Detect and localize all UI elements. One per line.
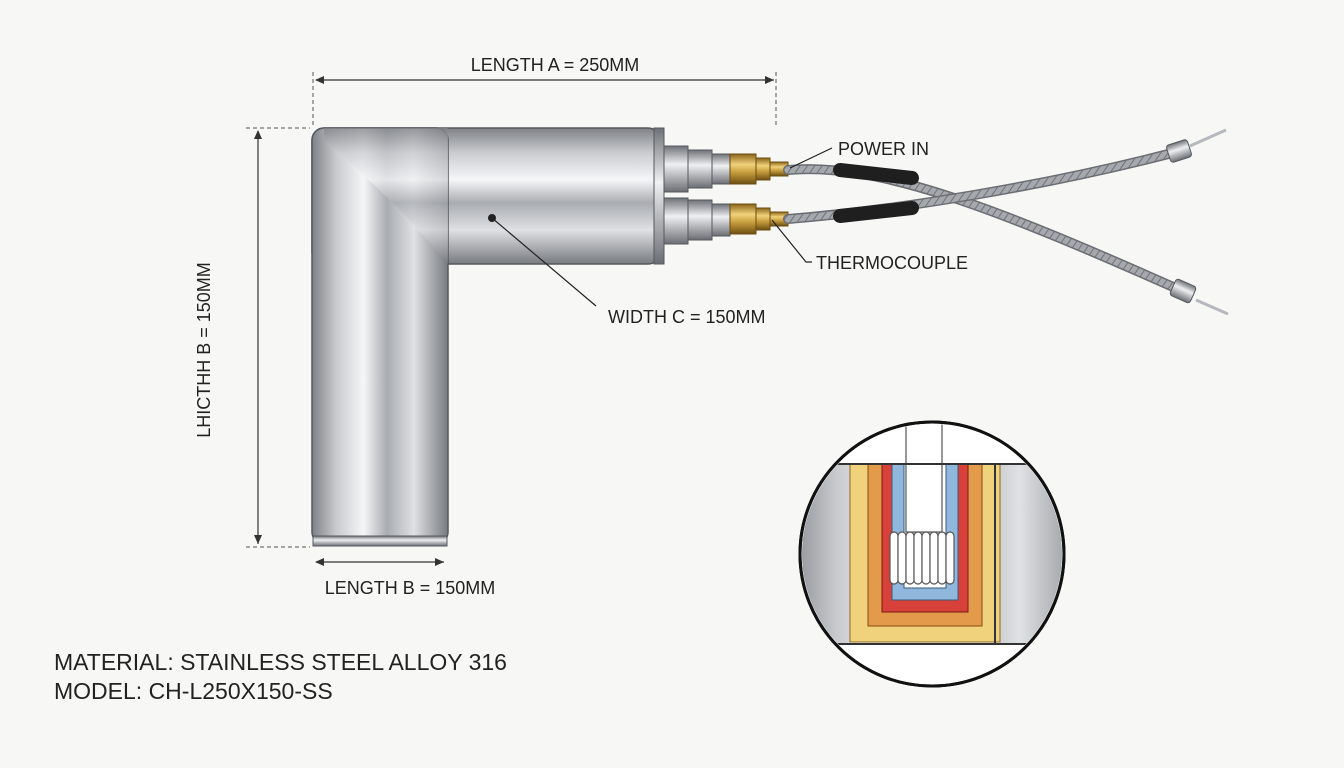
bottom-rim: [312, 535, 448, 547]
heating-wires: [889, 424, 955, 585]
material-spec: MATERIAL: STAINLESS STEEL ALLOY 316: [54, 649, 507, 675]
sleeve-power: [833, 163, 919, 185]
end-cap: [653, 127, 665, 265]
terminal-power: [1169, 278, 1197, 304]
width-c-label: WIDTH C = 150MM: [608, 307, 766, 327]
leader-power-in: [789, 147, 833, 169]
dimension-length-a: [312, 72, 777, 126]
power-in-label: POWER IN: [838, 139, 929, 159]
heater-body: [311, 127, 665, 547]
terminal-thermocouple: [1166, 139, 1192, 163]
length-b-bottom-label: LENGTH B = 150MM: [325, 578, 496, 598]
connector-thermocouple: [663, 197, 789, 245]
model-spec: MODEL: CH-L250X150-SS: [54, 678, 333, 704]
leader-width-c: [491, 217, 597, 307]
cable-thermocouple: [783, 128, 1227, 224]
length-a-label: LENGTH A = 250MM: [471, 55, 640, 75]
leader-thermocouple: [771, 219, 812, 263]
connector-power: [663, 145, 789, 193]
length-b-vertical-label: LHICTHH B = 150MM: [194, 262, 214, 438]
cross-section-detail: [798, 420, 1066, 688]
thermocouple-label: THERMOCOUPLE: [816, 253, 968, 273]
dimension-length-b-vertical: [246, 127, 310, 548]
sleeve-thermocouple: [833, 201, 919, 223]
elbow-blend: [324, 128, 448, 264]
